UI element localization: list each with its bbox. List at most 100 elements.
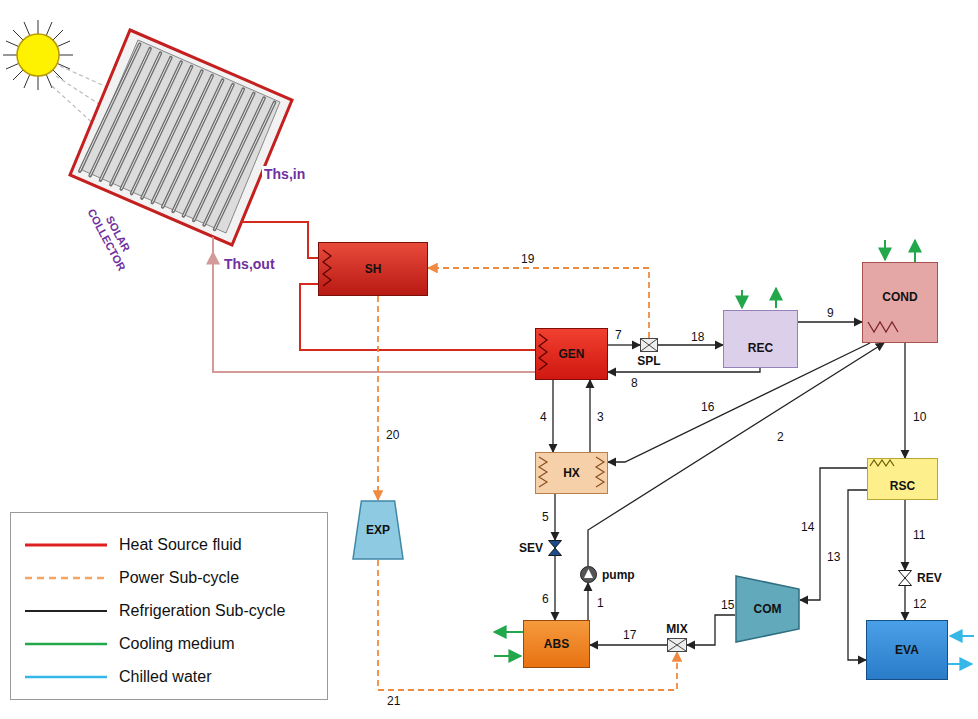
pump-body <box>580 566 597 583</box>
shape-part <box>80 44 140 171</box>
shape-part <box>241 221 292 223</box>
component-label: SEV <box>519 541 543 555</box>
shape-part <box>132 67 192 194</box>
component-label: REC <box>748 341 773 355</box>
flow-connector <box>590 644 667 645</box>
flow-connector <box>554 494 555 540</box>
shape-part <box>641 339 657 351</box>
superheater-box: SH <box>318 242 428 296</box>
flow-connector <box>608 344 640 345</box>
legend-text: Chilled water <box>119 668 211 686</box>
shape-part <box>152 76 212 203</box>
legend-row: Power Sub-cycle <box>11 564 327 592</box>
flow-connector <box>658 344 723 345</box>
shape-part <box>641 339 657 351</box>
splitter-symbol: SPL <box>640 338 658 352</box>
shape-part <box>100 53 160 180</box>
stream-number: 5 <box>541 510 550 524</box>
flow-connector <box>687 615 735 645</box>
flow-connector <box>587 583 588 620</box>
legend-text: Refrigeration Sub-cycle <box>119 602 285 620</box>
legend-line <box>25 577 107 580</box>
component-label: RSC <box>890 479 915 493</box>
component-label: COM <box>754 602 782 616</box>
stream-number: 9 <box>826 306 835 320</box>
shape-part <box>111 58 171 185</box>
flow-connector <box>213 252 535 372</box>
solar-collector: SOLAR COLLECTOR <box>60 28 292 252</box>
subcooler-box: RSC <box>867 458 938 500</box>
stream-number: 13 <box>826 550 841 564</box>
stream-number: 19 <box>520 252 535 266</box>
legend-box: Heat Source fluidPower Sub-cycleRefriger… <box>10 512 328 700</box>
component-label: EVA <box>895 643 919 657</box>
component-label: REV <box>917 571 942 585</box>
flow-connector <box>904 500 905 570</box>
temperature-label: Ths,in <box>262 166 307 182</box>
legend-text: Heat Source fluid <box>119 536 242 554</box>
stream-number: 15 <box>720 598 735 612</box>
shape-part <box>194 93 254 220</box>
flow-connector <box>848 490 867 660</box>
expansion-valve: SEV <box>548 540 562 556</box>
shape-part <box>584 569 593 578</box>
rectifier-box: REC <box>723 310 798 368</box>
legend-text: Cooling medium <box>119 635 235 653</box>
stream-number: 4 <box>539 410 548 424</box>
legend-line <box>25 610 107 612</box>
stream-number: 8 <box>630 376 639 390</box>
shape-part <box>142 71 202 198</box>
shape-part <box>121 62 181 189</box>
legend-sample <box>21 663 111 691</box>
absorber-box: ABS <box>523 620 590 668</box>
legend-line <box>25 544 107 547</box>
shape-part <box>82 40 280 233</box>
sun <box>3 20 73 90</box>
shape-part <box>581 567 597 583</box>
mixer-symbol: MIX <box>667 638 687 652</box>
component-label: SPL <box>637 354 660 368</box>
shape-part <box>194 93 254 220</box>
legend-row: Refrigeration Sub-cycle <box>11 597 327 625</box>
component-label: GEN <box>558 347 584 361</box>
legend-row: Heat Source fluid <box>11 531 327 559</box>
stream-number: 1 <box>596 596 605 610</box>
stream-number: 3 <box>596 410 605 424</box>
stream-number: 14 <box>800 520 815 534</box>
valve-body <box>898 570 912 586</box>
shape-part <box>736 576 799 642</box>
temperature-label: Ths,out <box>222 256 277 272</box>
legend-line <box>25 643 107 646</box>
shape-part <box>183 89 243 216</box>
stream-number: 18 <box>690 330 705 344</box>
shape-part <box>90 49 150 176</box>
legend-row: Chilled water <box>11 663 327 691</box>
component-label: EXP <box>366 523 390 537</box>
shape-part <box>668 639 687 652</box>
legend-sample <box>21 597 111 625</box>
shape-part <box>668 639 686 651</box>
component-label: pump <box>602 568 635 582</box>
component-label: SH <box>365 262 382 276</box>
flow-connector <box>800 468 867 600</box>
shape-part <box>212 237 214 252</box>
stream-number: 11 <box>912 528 926 542</box>
shape-part <box>142 71 202 198</box>
shape-part <box>173 85 233 212</box>
pump-symbol: pump <box>580 566 597 583</box>
shape-part <box>668 639 686 651</box>
stream-number: 2 <box>776 430 785 444</box>
component-label: ABS <box>544 637 569 651</box>
shape-part <box>204 98 264 225</box>
flow-connector <box>904 586 905 620</box>
shape-part <box>80 44 140 171</box>
flow-connector <box>904 343 905 458</box>
shape-part <box>132 67 192 194</box>
heat-exchanger-box: HX <box>535 452 608 494</box>
flow-connector <box>378 560 677 690</box>
chilled-water <box>948 636 974 664</box>
shape-part <box>152 76 212 203</box>
condenser-box: COND <box>862 262 938 343</box>
legend-line <box>25 676 107 679</box>
stream-number: 21 <box>386 694 401 708</box>
